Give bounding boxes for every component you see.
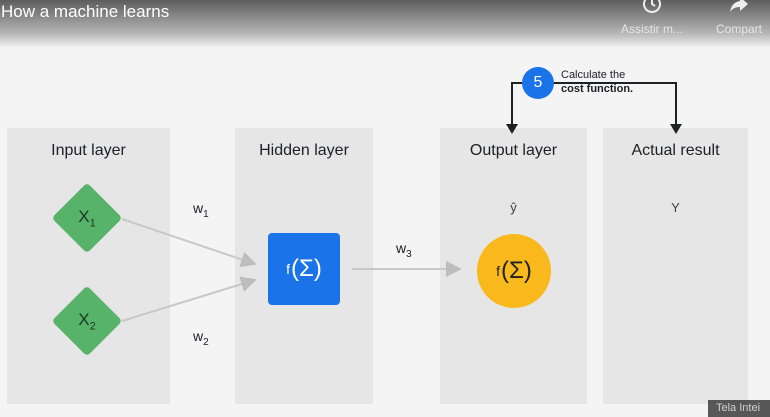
watch-later-label: Assistir m... bbox=[621, 22, 683, 36]
sigma-label: (Σ) bbox=[291, 255, 322, 282]
step-caption-line2: cost function. bbox=[561, 83, 634, 95]
y-hat-label: ŷ bbox=[510, 200, 517, 215]
panel-title: Hidden layer bbox=[259, 142, 349, 159]
fullscreen-tooltip: Tela Intei bbox=[708, 400, 770, 417]
function-f: f bbox=[496, 263, 501, 279]
edge-x1-hidden bbox=[121, 218, 257, 268]
share-button[interactable]: Compart bbox=[708, 0, 770, 36]
actual-result-panel: Actual result Y bbox=[603, 128, 748, 404]
video-title[interactable]: How a machine learns bbox=[1, 2, 170, 21]
weight-w3: w3 bbox=[396, 240, 412, 260]
video-title-bar: How a machine learns Assistir m... Compa… bbox=[0, 0, 770, 48]
edge-x2-hidden bbox=[121, 276, 257, 322]
output-node: f (Σ) bbox=[477, 234, 551, 308]
x1-label: X1 bbox=[78, 207, 96, 230]
step-badge: 5 bbox=[522, 67, 554, 99]
weight-w1: w1 bbox=[193, 200, 209, 220]
y-label: Y bbox=[671, 200, 680, 215]
step-caption-line1: Calculate the bbox=[561, 69, 626, 81]
hidden-node: f (Σ) bbox=[268, 233, 340, 305]
share-icon bbox=[708, 0, 770, 20]
cost-arrow-right bbox=[670, 124, 682, 134]
function-f: f bbox=[286, 261, 291, 277]
share-label: Compart bbox=[715, 22, 762, 36]
cost-arrow-left bbox=[506, 124, 518, 134]
weight-w2: w2 bbox=[193, 328, 209, 348]
sigma-label: (Σ) bbox=[501, 257, 532, 284]
panel-title: Output layer bbox=[469, 142, 558, 159]
panel-title: Input layer bbox=[51, 142, 126, 159]
watch-later-button[interactable]: Assistir m... bbox=[612, 0, 692, 36]
x2-label: X2 bbox=[78, 310, 96, 333]
cost-bracket bbox=[511, 82, 677, 130]
panel-title: Actual result bbox=[631, 142, 720, 159]
step-caption: Calculate the cost function. bbox=[561, 68, 633, 96]
input-layer-panel: Input layer bbox=[7, 128, 170, 404]
clock-icon bbox=[612, 0, 692, 20]
